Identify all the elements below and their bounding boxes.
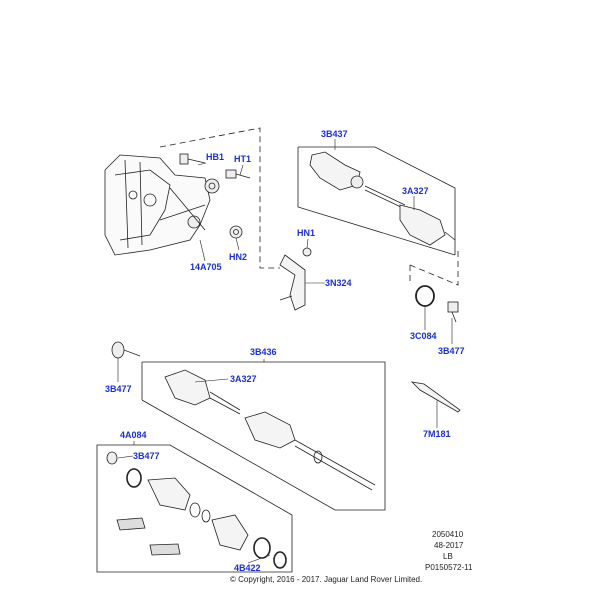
- driveshaft-mid-drawing: [164, 369, 376, 491]
- callout-3b477-left[interactable]: 3B477: [105, 384, 132, 394]
- shaft-3b436-outline: [141, 361, 386, 511]
- callout-3n324[interactable]: 3N324: [325, 278, 352, 288]
- shaft-3b437-outline: [298, 146, 456, 255]
- callout-3a327-mid[interactable]: 3A327: [230, 374, 257, 384]
- callout-3c084[interactable]: 3C084: [410, 331, 437, 341]
- driveshaft-top-drawing: [309, 151, 456, 246]
- tool-7m181-drawing: [410, 381, 461, 413]
- info-date: 48-2017: [434, 541, 464, 550]
- bolt-3b477-right-drawing: [447, 301, 459, 323]
- callout-3a327-top[interactable]: 3A327: [402, 186, 429, 196]
- washer-3c084-drawing: [415, 285, 435, 307]
- callout-hn2[interactable]: HN2: [229, 252, 248, 262]
- info-code: 2050410: [432, 530, 464, 539]
- callout-3b477-low[interactable]: 3B477: [133, 451, 160, 461]
- nut-hn2-drawing: [229, 225, 243, 239]
- stud-ht1-drawing: [225, 169, 251, 179]
- callout-4a084[interactable]: 4A084: [120, 430, 147, 440]
- boot-kit-drawing: [106, 451, 287, 569]
- callout-ht1[interactable]: HT1: [234, 154, 252, 164]
- callout-3b477-right[interactable]: 3B477: [438, 346, 465, 356]
- kit-4a084-outline: [96, 444, 293, 573]
- bearing-bracket-drawing: [104, 154, 220, 256]
- callout-hb1[interactable]: HB1: [206, 152, 225, 162]
- info-market: LB: [443, 552, 453, 561]
- callout-3b436[interactable]: 3B436: [250, 347, 277, 357]
- bolt-3b477-left-drawing: [111, 341, 141, 359]
- callout-hn1[interactable]: HN1: [297, 228, 316, 238]
- bolt-hb1-drawing: [179, 153, 206, 165]
- callout-14a705[interactable]: 14A705: [190, 262, 222, 272]
- callout-3b437[interactable]: 3B437: [321, 129, 348, 139]
- bracket-3n324-drawing: [279, 247, 312, 311]
- bracket-dashed-outline: [159, 127, 280, 269]
- info-part-ref: P0150572-11: [425, 563, 473, 572]
- copyright-notice: © Copyright, 2016 - 2017. Jaguar Land Ro…: [230, 575, 423, 584]
- callout-7m181[interactable]: 7M181: [423, 429, 451, 439]
- callout-4b422[interactable]: 4B422: [234, 563, 261, 573]
- leader-lines: [117, 139, 453, 564]
